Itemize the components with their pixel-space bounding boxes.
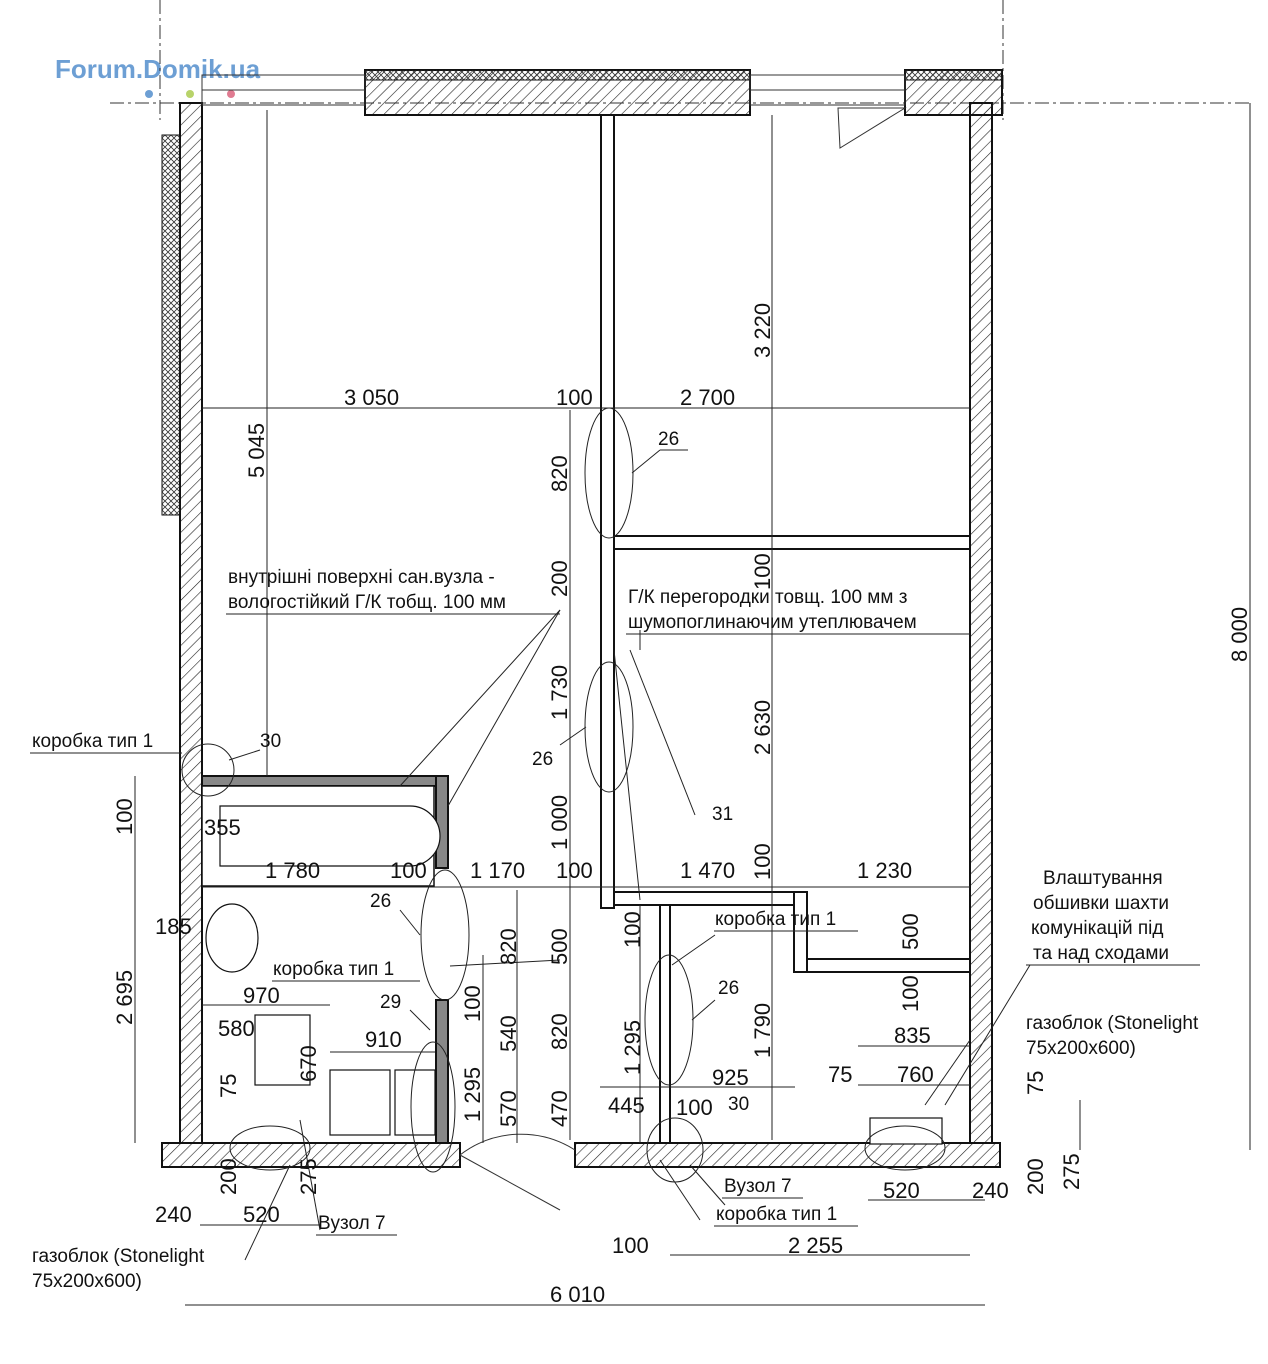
dim-3220: 3 220: [750, 303, 775, 358]
callout-31: 31: [712, 804, 733, 825]
dim-100-v4: 100: [460, 985, 485, 1022]
dim-1000: 1 000: [547, 795, 572, 850]
dim-30-top: 30: [260, 731, 281, 752]
node7-right-label: Вузол 7: [724, 1176, 792, 1197]
dim-820-c: 820: [547, 1013, 572, 1050]
dim-100-top: 100: [556, 385, 593, 410]
dim-2630: 2 630: [750, 700, 775, 755]
box-type-label-b: коробка тип 1: [273, 959, 394, 980]
box-type-label-d: коробка тип 1: [716, 1204, 837, 1225]
dim-520-l: 520: [243, 1202, 280, 1227]
dim-1730: 1 730: [547, 665, 572, 720]
dim-500-b: 500: [898, 913, 923, 950]
shaft-note-line1: Влаштування: [1043, 868, 1163, 889]
dim-240-r: 240: [972, 1178, 1009, 1203]
dim-2255: 2 255: [788, 1233, 843, 1258]
dim-2700: 2 700: [680, 385, 735, 410]
dim-540: 540: [496, 1015, 521, 1052]
dim-200-r: 200: [1023, 1158, 1048, 1195]
exterior-walls: [161, 69, 1003, 1168]
dim-1230: 1 230: [857, 858, 912, 883]
dim-470: 470: [547, 1090, 572, 1127]
dim-100-h2: 100: [390, 858, 427, 883]
gk-note-line2: шумопоглинаючим утеплювачем: [628, 612, 917, 633]
dim-100-b: 100: [676, 1095, 713, 1120]
dim-520-r: 520: [883, 1178, 920, 1203]
dimension-lines: [134, 103, 1251, 1306]
bath-note-line1: внутрішні поверхні сан.вузла -: [228, 567, 495, 588]
dim-100-v2: 100: [750, 843, 775, 880]
gas-block-right-line1: газоблок (Stonelight: [1026, 1013, 1199, 1034]
dim-100-left: 100: [112, 798, 137, 835]
dim-100-v1: 100: [750, 553, 775, 590]
dim-1295-a: 1 295: [620, 1020, 645, 1075]
dim-760: 760: [897, 1062, 934, 1087]
dim-835: 835: [894, 1023, 931, 1048]
callout-26-d: 26: [718, 978, 739, 999]
gas-block-right-line2: 75x200x600): [1026, 1038, 1136, 1059]
dim-2695: 2 695: [112, 970, 137, 1025]
partitions: [600, 114, 971, 1144]
dimension-labels: 3 050 100 2 700 3 220 5 045 820 200 100 …: [112, 303, 1252, 1307]
dim-970: 970: [243, 983, 280, 1008]
dim-1790: 1 790: [750, 1003, 775, 1058]
callout-26-b: 26: [532, 749, 553, 770]
dim-355: 355: [204, 815, 241, 840]
shaft-note-line3: комунікацій під: [1031, 918, 1163, 939]
callouts: [181, 407, 1031, 1261]
note-underlines: [30, 613, 1200, 1236]
dim-570: 570: [496, 1090, 521, 1127]
gk-note-line1: Г/К перегородки товщ. 100 мм з: [628, 587, 907, 608]
node7-left-label: Вузол 7: [318, 1213, 386, 1234]
dim-75-a: 75: [216, 1074, 241, 1098]
dim-910: 910: [365, 1027, 402, 1052]
dim-100-v3: 100: [620, 911, 645, 948]
dim-500-a: 500: [547, 928, 572, 965]
dim-580: 580: [218, 1016, 255, 1041]
dim-1780: 1 780: [265, 858, 320, 883]
note-labels: внутрішні поверхні сан.вузла - вологості…: [32, 567, 1199, 1292]
dim-3050: 3 050: [344, 385, 399, 410]
dim-275-l: 275: [296, 1158, 321, 1195]
dim-100-bottom: 100: [612, 1233, 649, 1258]
gas-block-left-line2: 75x200x600): [32, 1271, 142, 1292]
dim-240-l: 240: [155, 1202, 192, 1227]
dim-200: 200: [547, 560, 572, 597]
dim-200-l: 200: [216, 1158, 241, 1195]
dim-445: 445: [608, 1093, 645, 1118]
dim-185: 185: [155, 914, 192, 939]
dim-8000: 8 000: [1227, 607, 1252, 662]
dim-820-a: 820: [547, 455, 572, 492]
dim-100-h3: 100: [556, 858, 593, 883]
box-type-label-c: коробка тип 1: [715, 909, 836, 930]
callout-26-a: 26: [658, 429, 679, 450]
dim-6010: 6 010: [550, 1282, 605, 1307]
dim-670: 670: [296, 1045, 321, 1082]
dim-30-b: 30: [728, 1094, 749, 1115]
dim-5045: 5 045: [244, 423, 269, 478]
callout-26-c: 26: [370, 891, 391, 912]
dim-1170: 1 170: [470, 858, 525, 883]
dim-100-v5: 100: [898, 975, 923, 1012]
watermark: Forum.Domik.ua: [55, 54, 261, 98]
dim-1295-b: 1 295: [460, 1067, 485, 1122]
gas-block-left-line1: газоблок (Stonelight: [32, 1246, 205, 1267]
callout-29: 29: [380, 992, 401, 1013]
dim-75-c: 75: [1023, 1071, 1048, 1095]
dim-925: 925: [712, 1065, 749, 1090]
box-type-label-a: коробка тип 1: [32, 731, 153, 752]
shaft-note-line4: та над сходами: [1033, 943, 1169, 964]
dim-1470: 1 470: [680, 858, 735, 883]
bath-note-line2: вологостійкий Г/К тобщ. 100 мм: [228, 592, 506, 613]
svg-text:Forum.Domik.ua: Forum.Domik.ua: [55, 54, 261, 84]
dim-275-r: 275: [1059, 1153, 1084, 1190]
bathroom-block: [201, 775, 943, 1145]
dim-820-b: 820: [496, 928, 521, 965]
shaft-note-line2: обшивки шахти: [1033, 893, 1169, 914]
dim-75-b: 75: [828, 1062, 852, 1087]
